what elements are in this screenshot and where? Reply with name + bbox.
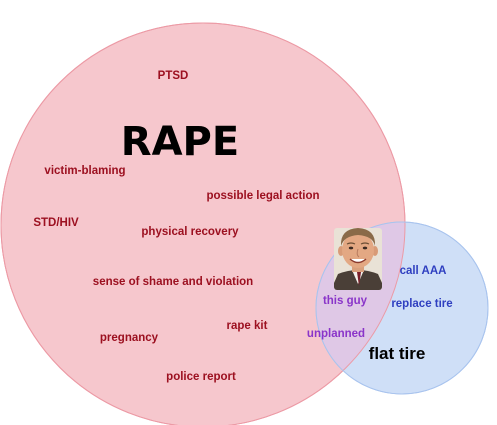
item-this-guy: this guy [323,295,368,307]
flat-tire-title: flat tire [369,344,426,363]
item-rape-kit: rape kit [227,320,268,332]
item-victim-blaming: victim-blaming [44,165,125,177]
item-call-aaa: call AAA [400,265,447,277]
item-std-hiv: STD/HIV [33,217,79,229]
item-physical-recovery: physical recovery [141,226,239,238]
item-pregnancy: pregnancy [100,332,159,344]
item-unplanned: unplanned [307,328,365,340]
item-ptsd: PTSD [158,70,189,82]
rape-title: RAPE [121,119,239,165]
item-police-report: police report [166,371,236,383]
item-replace-tire: replace tire [391,298,452,310]
item-possible-legal-action: possible legal action [206,190,319,202]
man-portrait-icon [334,228,382,290]
flat-tire-circle-outline [315,221,489,395]
item-sense-of-shame: sense of shame and violation [93,276,253,288]
rape-circle-outline [0,22,406,425]
